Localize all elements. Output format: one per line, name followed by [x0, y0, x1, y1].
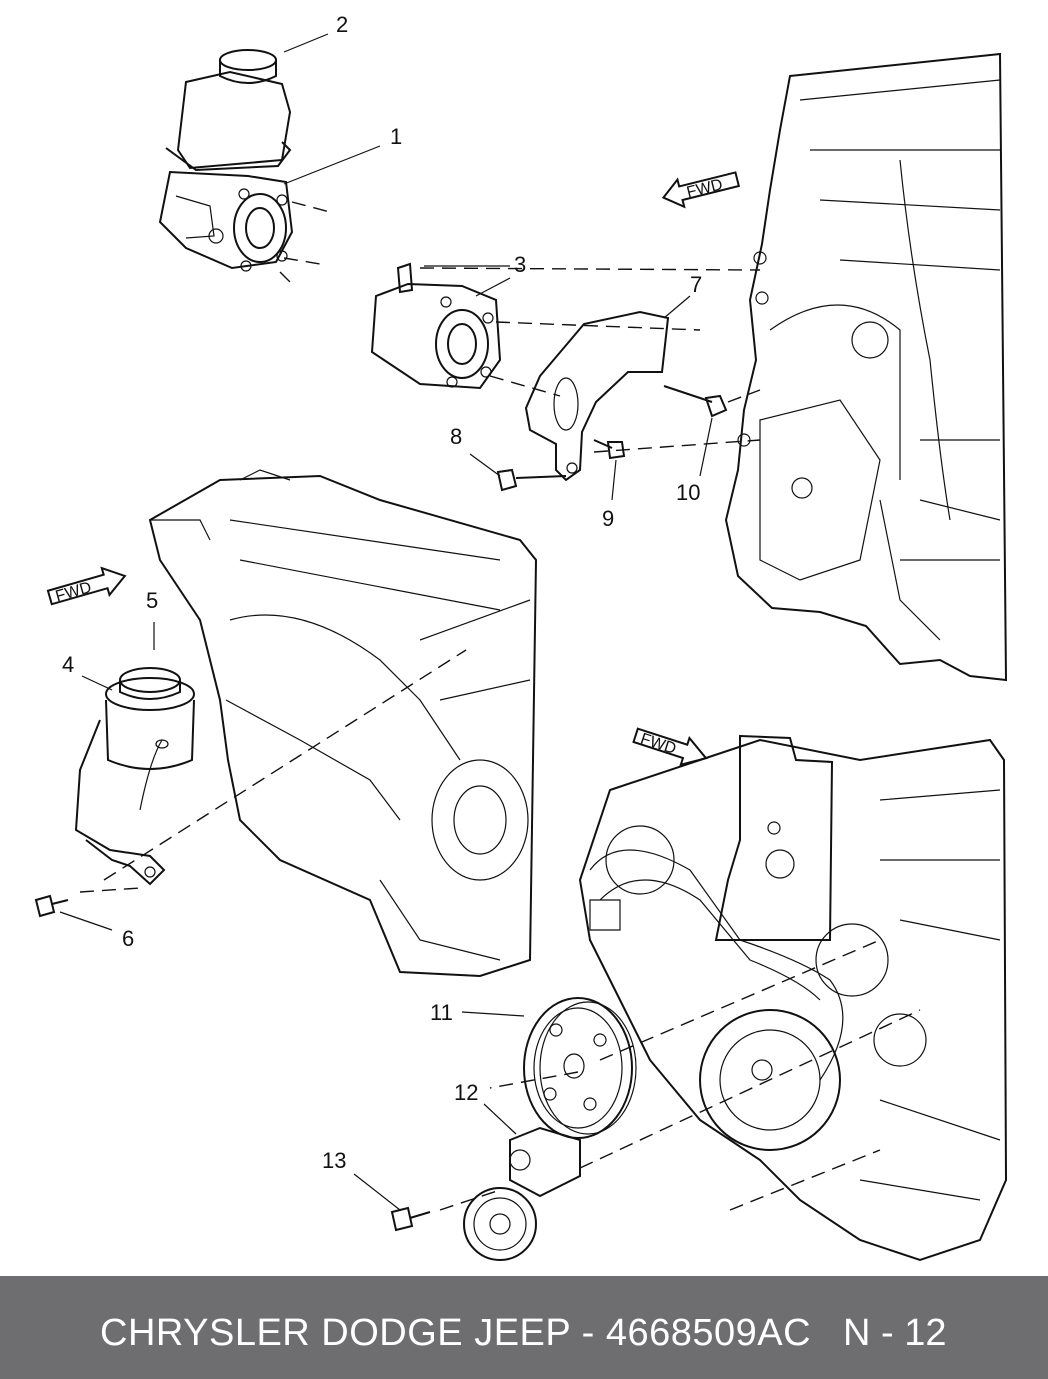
pulley-11 — [523, 997, 637, 1139]
callout-10: 10 — [676, 480, 700, 505]
reservoir-pump-assembly-top — [158, 49, 294, 272]
callout-3: 3 — [514, 252, 526, 277]
callout-11: 11 — [430, 1000, 453, 1025]
footer-bar: CHRYSLER DODGE JEEP - 4668509AC N - 12 — [0, 1276, 1048, 1379]
callout-5: 5 — [146, 588, 158, 613]
callout-9: 9 — [602, 506, 614, 531]
callout-labels: 1 2 3 4 5 6 7 8 9 10 11 12 13 — [62, 12, 702, 1173]
engine-bottom-right — [578, 734, 1008, 1262]
callout-6: 6 — [122, 926, 134, 951]
fwd-arrow-top: FWD — [661, 171, 741, 209]
pump-bracket-assembly — [370, 262, 728, 492]
fwd-arrow-bottom: FWD — [632, 727, 708, 767]
part-number-title: CHRYSLER DODGE JEEP - 4668509AC — [100, 1312, 812, 1354]
tensioner-12 — [390, 1126, 581, 1261]
callout-2: 2 — [336, 12, 348, 37]
callout-7: 7 — [690, 272, 702, 297]
reservoir-bracket-assembly — [34, 667, 195, 918]
alignment-lines — [79, 201, 921, 1211]
callout-1: 1 — [390, 124, 402, 149]
svg-text:FWD: FWD — [685, 176, 724, 201]
callout-12: 12 — [454, 1080, 478, 1105]
page-number: N - 12 — [843, 1312, 947, 1354]
svg-text:FWD: FWD — [638, 731, 678, 758]
engine-middle-left — [148, 469, 538, 978]
fwd-arrow-middle: FWD — [46, 566, 127, 606]
callout-8: 8 — [450, 424, 462, 449]
svg-text:FWD: FWD — [54, 579, 94, 605]
callout-4: 4 — [62, 652, 74, 677]
leader-lines — [59, 33, 713, 1211]
callout-13: 13 — [322, 1148, 346, 1173]
engine-top-right — [724, 52, 1008, 682]
parts-diagram: FWD FWD FWD — [34, 12, 1008, 1262]
